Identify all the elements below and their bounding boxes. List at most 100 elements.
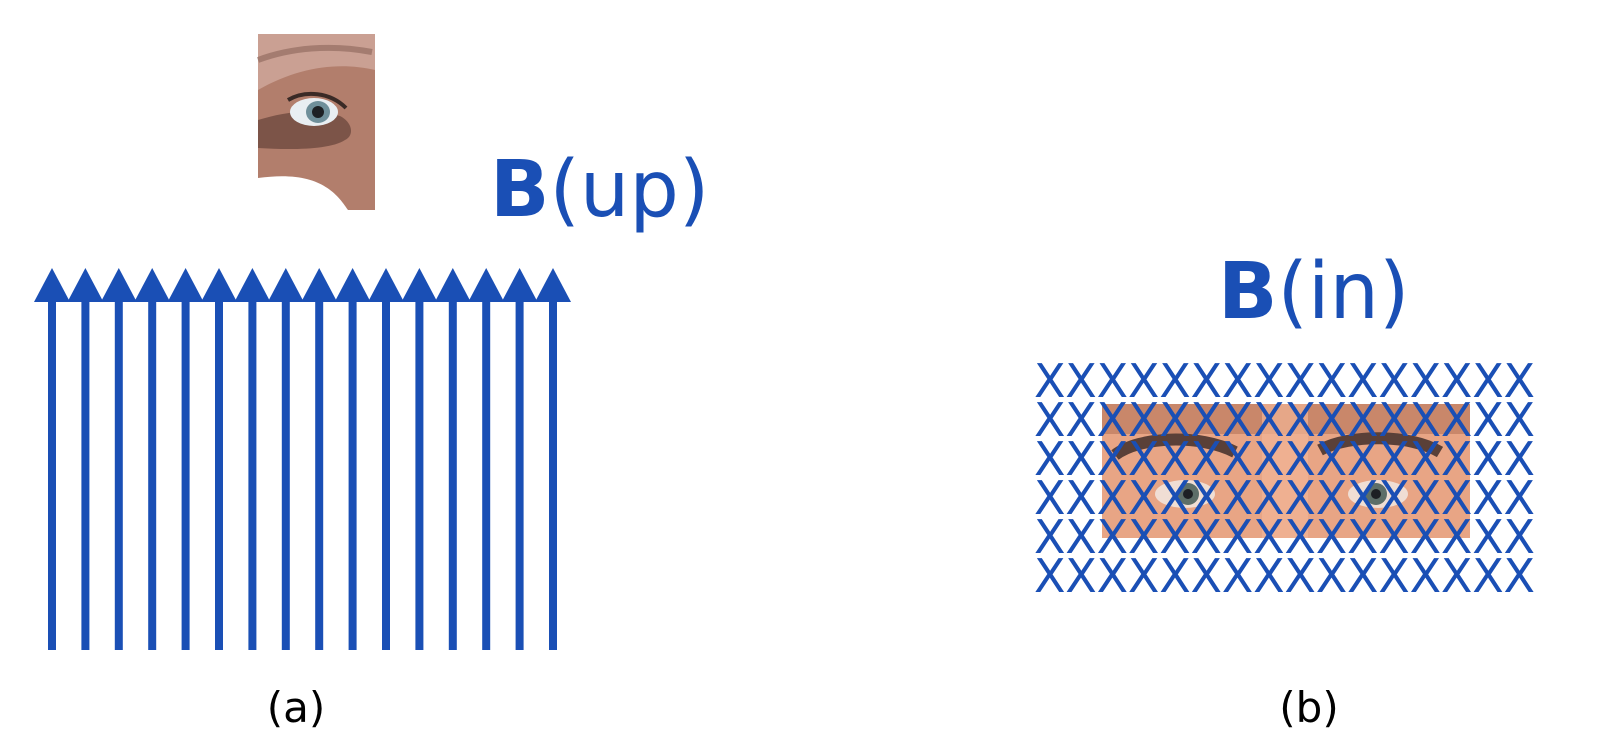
field-cross: X: [1378, 549, 1410, 603]
field-cross: X: [1378, 393, 1410, 447]
field-cross: X: [1378, 354, 1410, 408]
field-direction: (up): [549, 145, 709, 235]
field-arrow: [468, 268, 505, 650]
field-cross: X: [1128, 393, 1160, 447]
field-cross: X: [1441, 549, 1473, 603]
field-symbol: B: [490, 145, 549, 235]
field-cross: X: [1097, 354, 1129, 408]
field-cross: X: [1034, 354, 1066, 408]
field-arrow: [301, 268, 338, 650]
field-cross: X: [1472, 510, 1504, 564]
caption-a: (a): [267, 683, 326, 732]
field-cross: X: [1253, 432, 1285, 486]
field-cross: X: [1347, 393, 1379, 447]
field-cross: X: [1191, 432, 1223, 486]
caption-b: (b): [1279, 683, 1338, 732]
field-symbol: B: [1218, 247, 1277, 337]
field-arrow: [501, 268, 538, 650]
field-cross: X: [1410, 354, 1442, 408]
two-eyes-looking-out-photo: [1102, 404, 1470, 538]
field-cross: X: [1504, 549, 1536, 603]
field-cross: X: [1284, 432, 1316, 486]
field-cross: X: [1284, 393, 1316, 447]
field-cross: X: [1472, 393, 1504, 447]
field-cross: X: [1347, 510, 1379, 564]
field-cross: X: [1253, 471, 1285, 525]
field-cross: X: [1472, 354, 1504, 408]
field-cross: X: [1410, 549, 1442, 603]
field-cross: X: [1504, 393, 1536, 447]
field-cross: X: [1097, 471, 1129, 525]
field-cross: X: [1191, 354, 1223, 408]
field-cross: X: [1472, 471, 1504, 525]
field-lines-up: [34, 268, 571, 650]
field-cross: X: [1034, 549, 1066, 603]
field-cross: X: [1410, 471, 1442, 525]
field-arrow: [167, 268, 204, 650]
field-arrow: [535, 268, 571, 650]
panel-a: B(up) (a): [34, 34, 709, 732]
field-cross: X: [1191, 549, 1223, 603]
field-cross: X: [1222, 549, 1254, 603]
field-cross: X: [1504, 432, 1536, 486]
field-arrow: [267, 268, 304, 650]
field-cross: X: [1347, 432, 1379, 486]
field-cross: X: [1222, 510, 1254, 564]
field-label-up: B(up): [490, 145, 709, 235]
field-cross: X: [1159, 354, 1191, 408]
field-arrow: [434, 268, 471, 650]
field-cross: X: [1159, 510, 1191, 564]
field-label-in: B(in): [1218, 247, 1409, 337]
field-cross: X: [1410, 510, 1442, 564]
field-cross: X: [1472, 549, 1504, 603]
field-cross: X: [1159, 432, 1191, 486]
field-arrow: [67, 268, 104, 650]
field-cross: X: [1034, 393, 1066, 447]
field-cross: X: [1128, 549, 1160, 603]
field-cross: X: [1159, 393, 1191, 447]
field-cross: X: [1316, 471, 1348, 525]
field-cross: X: [1065, 432, 1097, 486]
field-cross: X: [1378, 432, 1410, 486]
field-cross: X: [1347, 549, 1379, 603]
field-cross: X: [1316, 510, 1348, 564]
field-cross: X: [1316, 354, 1348, 408]
field-cross: X: [1441, 510, 1473, 564]
field-cross: X: [1222, 471, 1254, 525]
field-cross: X: [1284, 471, 1316, 525]
field-cross: X: [1410, 393, 1442, 447]
field-cross: X: [1128, 510, 1160, 564]
field-cross: X: [1504, 354, 1536, 408]
field-cross: X: [1253, 393, 1285, 447]
field-arrow: [401, 268, 438, 650]
field-cross: X: [1222, 354, 1254, 408]
field-cross: X: [1128, 471, 1160, 525]
field-arrow: [34, 268, 70, 650]
field-cross: X: [1034, 432, 1066, 486]
field-cross: X: [1441, 393, 1473, 447]
field-cross: X: [1441, 432, 1473, 486]
field-cross: X: [1284, 549, 1316, 603]
field-cross: X: [1097, 510, 1129, 564]
field-cross: X: [1410, 432, 1442, 486]
eye-looking-down-photo: [256, 34, 375, 210]
field-cross: X: [1222, 393, 1254, 447]
field-cross: X: [1097, 549, 1129, 603]
field-cross: X: [1034, 471, 1066, 525]
field-cross: X: [1472, 432, 1504, 486]
field-cross: X: [1253, 354, 1285, 408]
field-cross: X: [1065, 393, 1097, 447]
field-arrow: [100, 268, 137, 650]
field-cross: X: [1378, 471, 1410, 525]
field-cross: X: [1441, 471, 1473, 525]
field-cross: X: [1128, 432, 1160, 486]
field-cross: X: [1159, 549, 1191, 603]
field-arrow: [234, 268, 271, 650]
field-cross: X: [1191, 393, 1223, 447]
field-cross: X: [1504, 510, 1536, 564]
field-cross: X: [1191, 510, 1223, 564]
field-cross: X: [1284, 354, 1316, 408]
